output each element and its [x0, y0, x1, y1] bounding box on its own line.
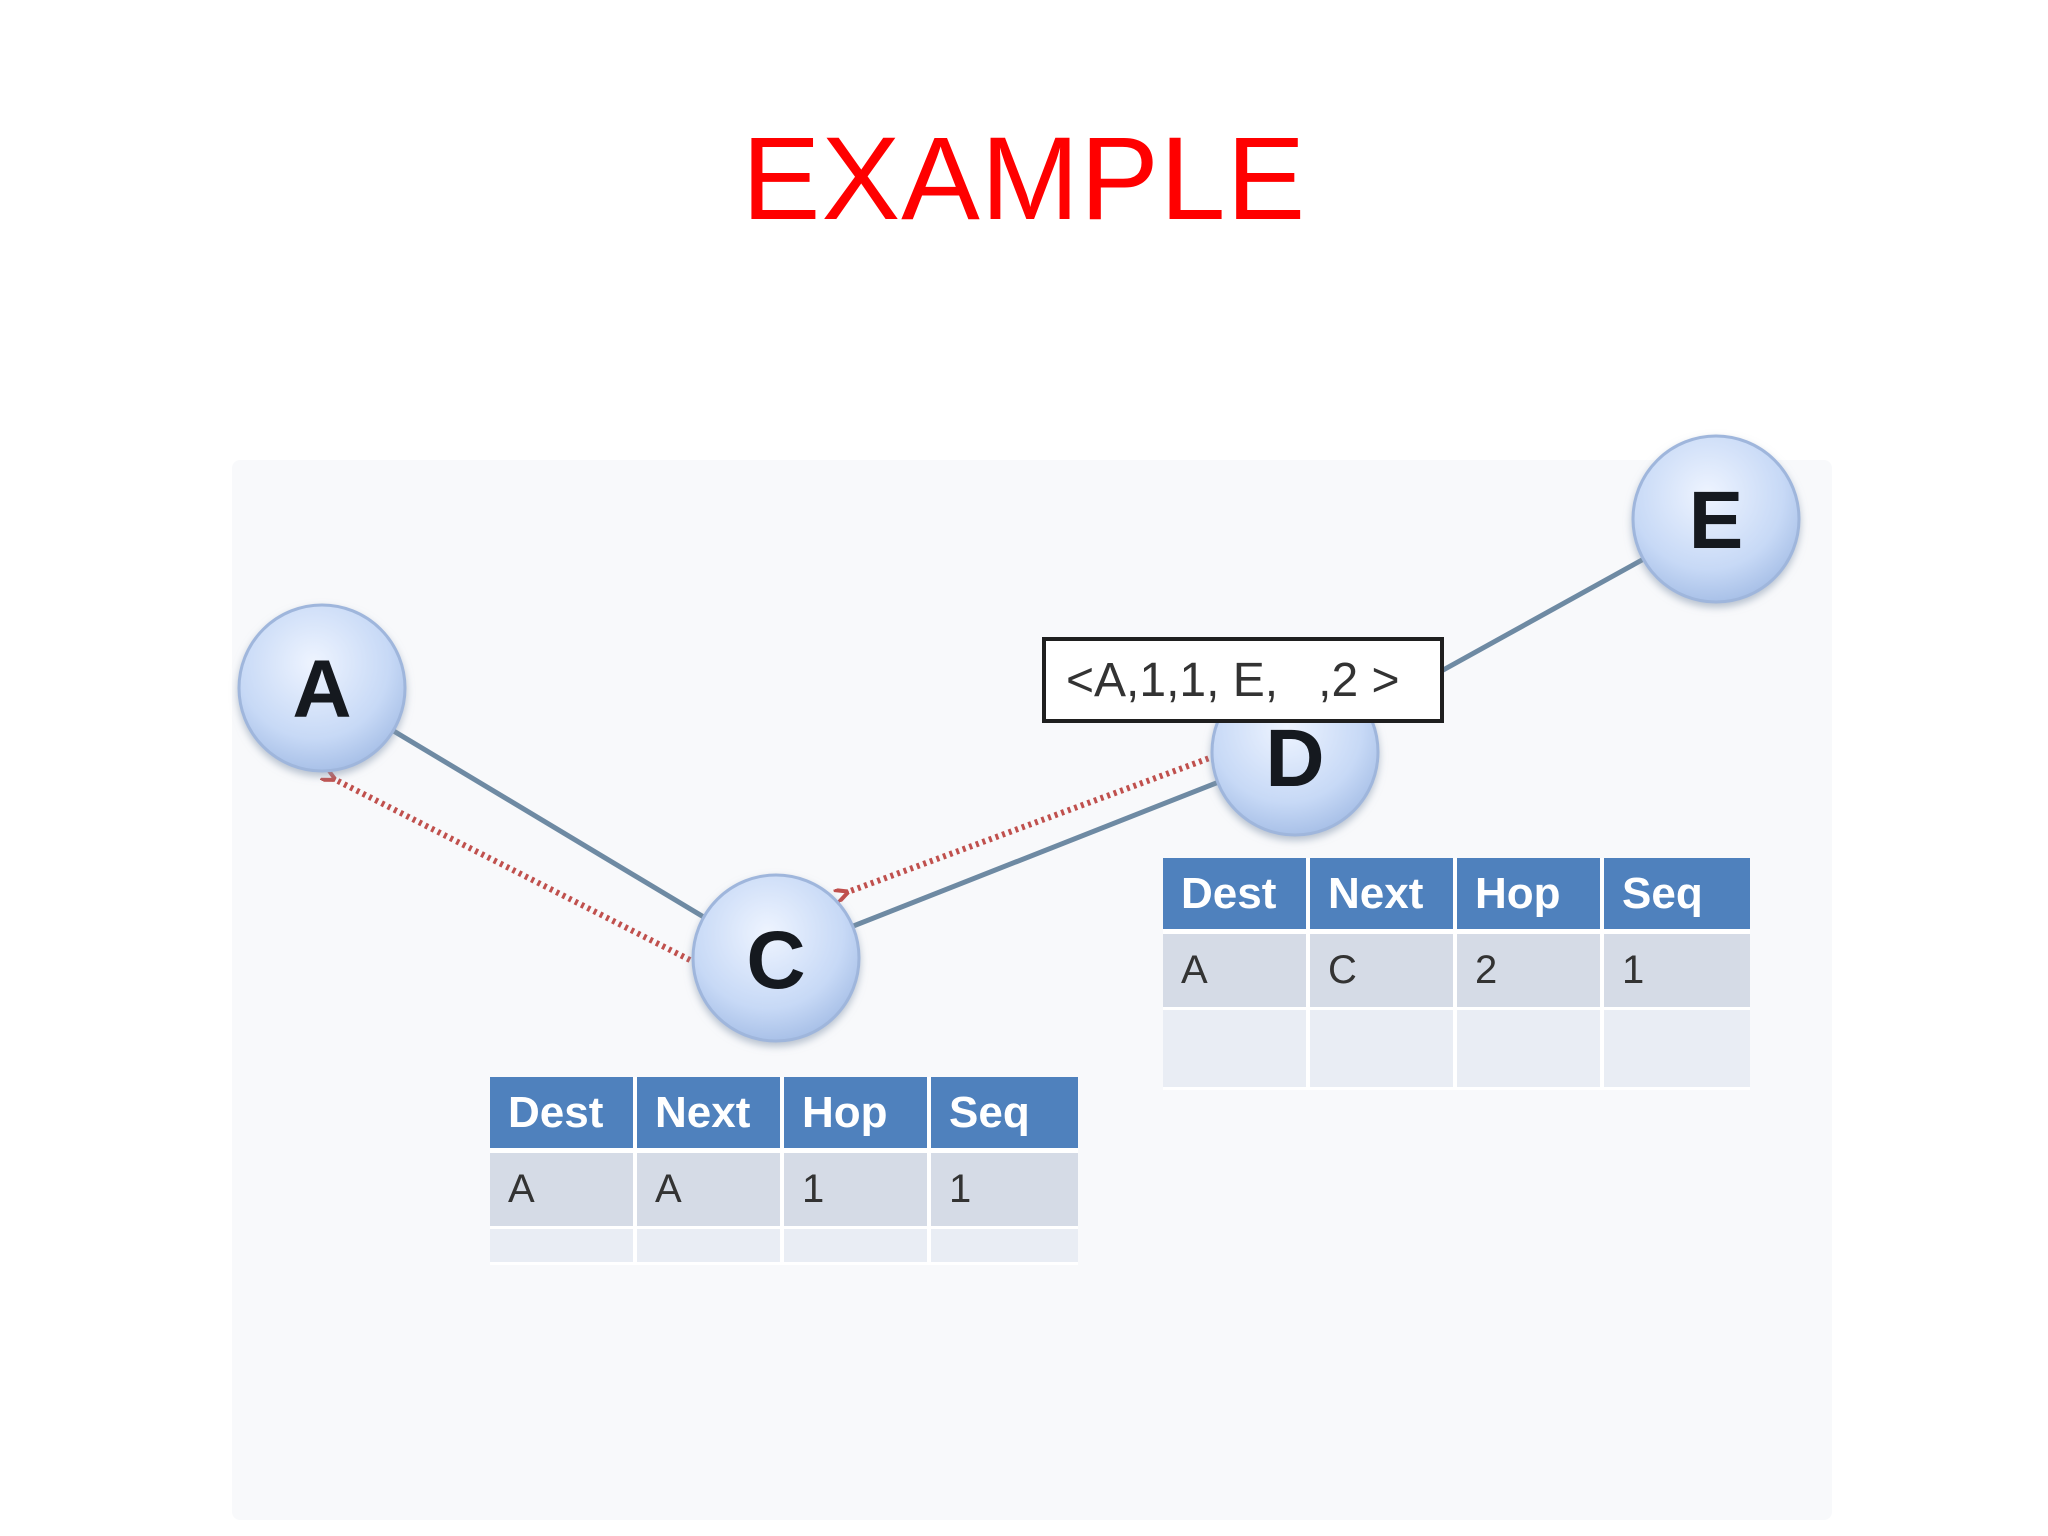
routing-table-d: Dest Next Hop Seq A C 2 1 — [1163, 858, 1750, 1090]
link-c-d — [771, 749, 1296, 961]
table-d-cell: 2 — [1457, 934, 1604, 1010]
reply-arrow-c-to-a — [332, 778, 692, 963]
table-c-cell: A — [490, 1153, 637, 1229]
table-row: A A 1 1 — [490, 1153, 1078, 1229]
link-a-c — [320, 685, 774, 961]
node-c: C — [691, 873, 861, 1043]
table-c-cell: 1 — [931, 1153, 1078, 1229]
table-c-header-seq: Seq — [931, 1077, 1078, 1153]
table-c-header-next: Next — [637, 1077, 784, 1153]
table-c-header-hop: Hop — [784, 1077, 931, 1153]
slide-title: EXAMPLE — [741, 113, 1307, 245]
table-d-cell: 1 — [1604, 934, 1750, 1010]
node-e-label: E — [1689, 475, 1744, 566]
table-d-header-seq: Seq — [1604, 858, 1750, 934]
table-row-empty — [1163, 1010, 1750, 1090]
table-c-header-dest: Dest — [490, 1077, 637, 1153]
reply-arrow-d-to-c — [845, 753, 1217, 893]
node-e: E — [1631, 434, 1801, 604]
route-request-packet: <A,1,1, E, ,2 > — [1042, 637, 1444, 723]
node-d-label: D — [1265, 713, 1324, 804]
table-d-header-hop: Hop — [1457, 858, 1604, 934]
routing-table-c: Dest Next Hop Seq A A 1 1 — [490, 1077, 1078, 1265]
node-c-label: C — [746, 915, 805, 1006]
table-d-cell: C — [1310, 934, 1457, 1010]
table-c-cell: 1 — [784, 1153, 931, 1229]
node-a-label: A — [292, 644, 351, 735]
node-a: A — [237, 603, 407, 773]
table-row: A C 2 1 — [1163, 934, 1750, 1010]
table-d-header-dest: Dest — [1163, 858, 1310, 934]
table-d-header-next: Next — [1310, 858, 1457, 934]
table-row-empty — [490, 1229, 1078, 1265]
table-c-cell: A — [637, 1153, 784, 1229]
table-d-cell: A — [1163, 934, 1310, 1010]
